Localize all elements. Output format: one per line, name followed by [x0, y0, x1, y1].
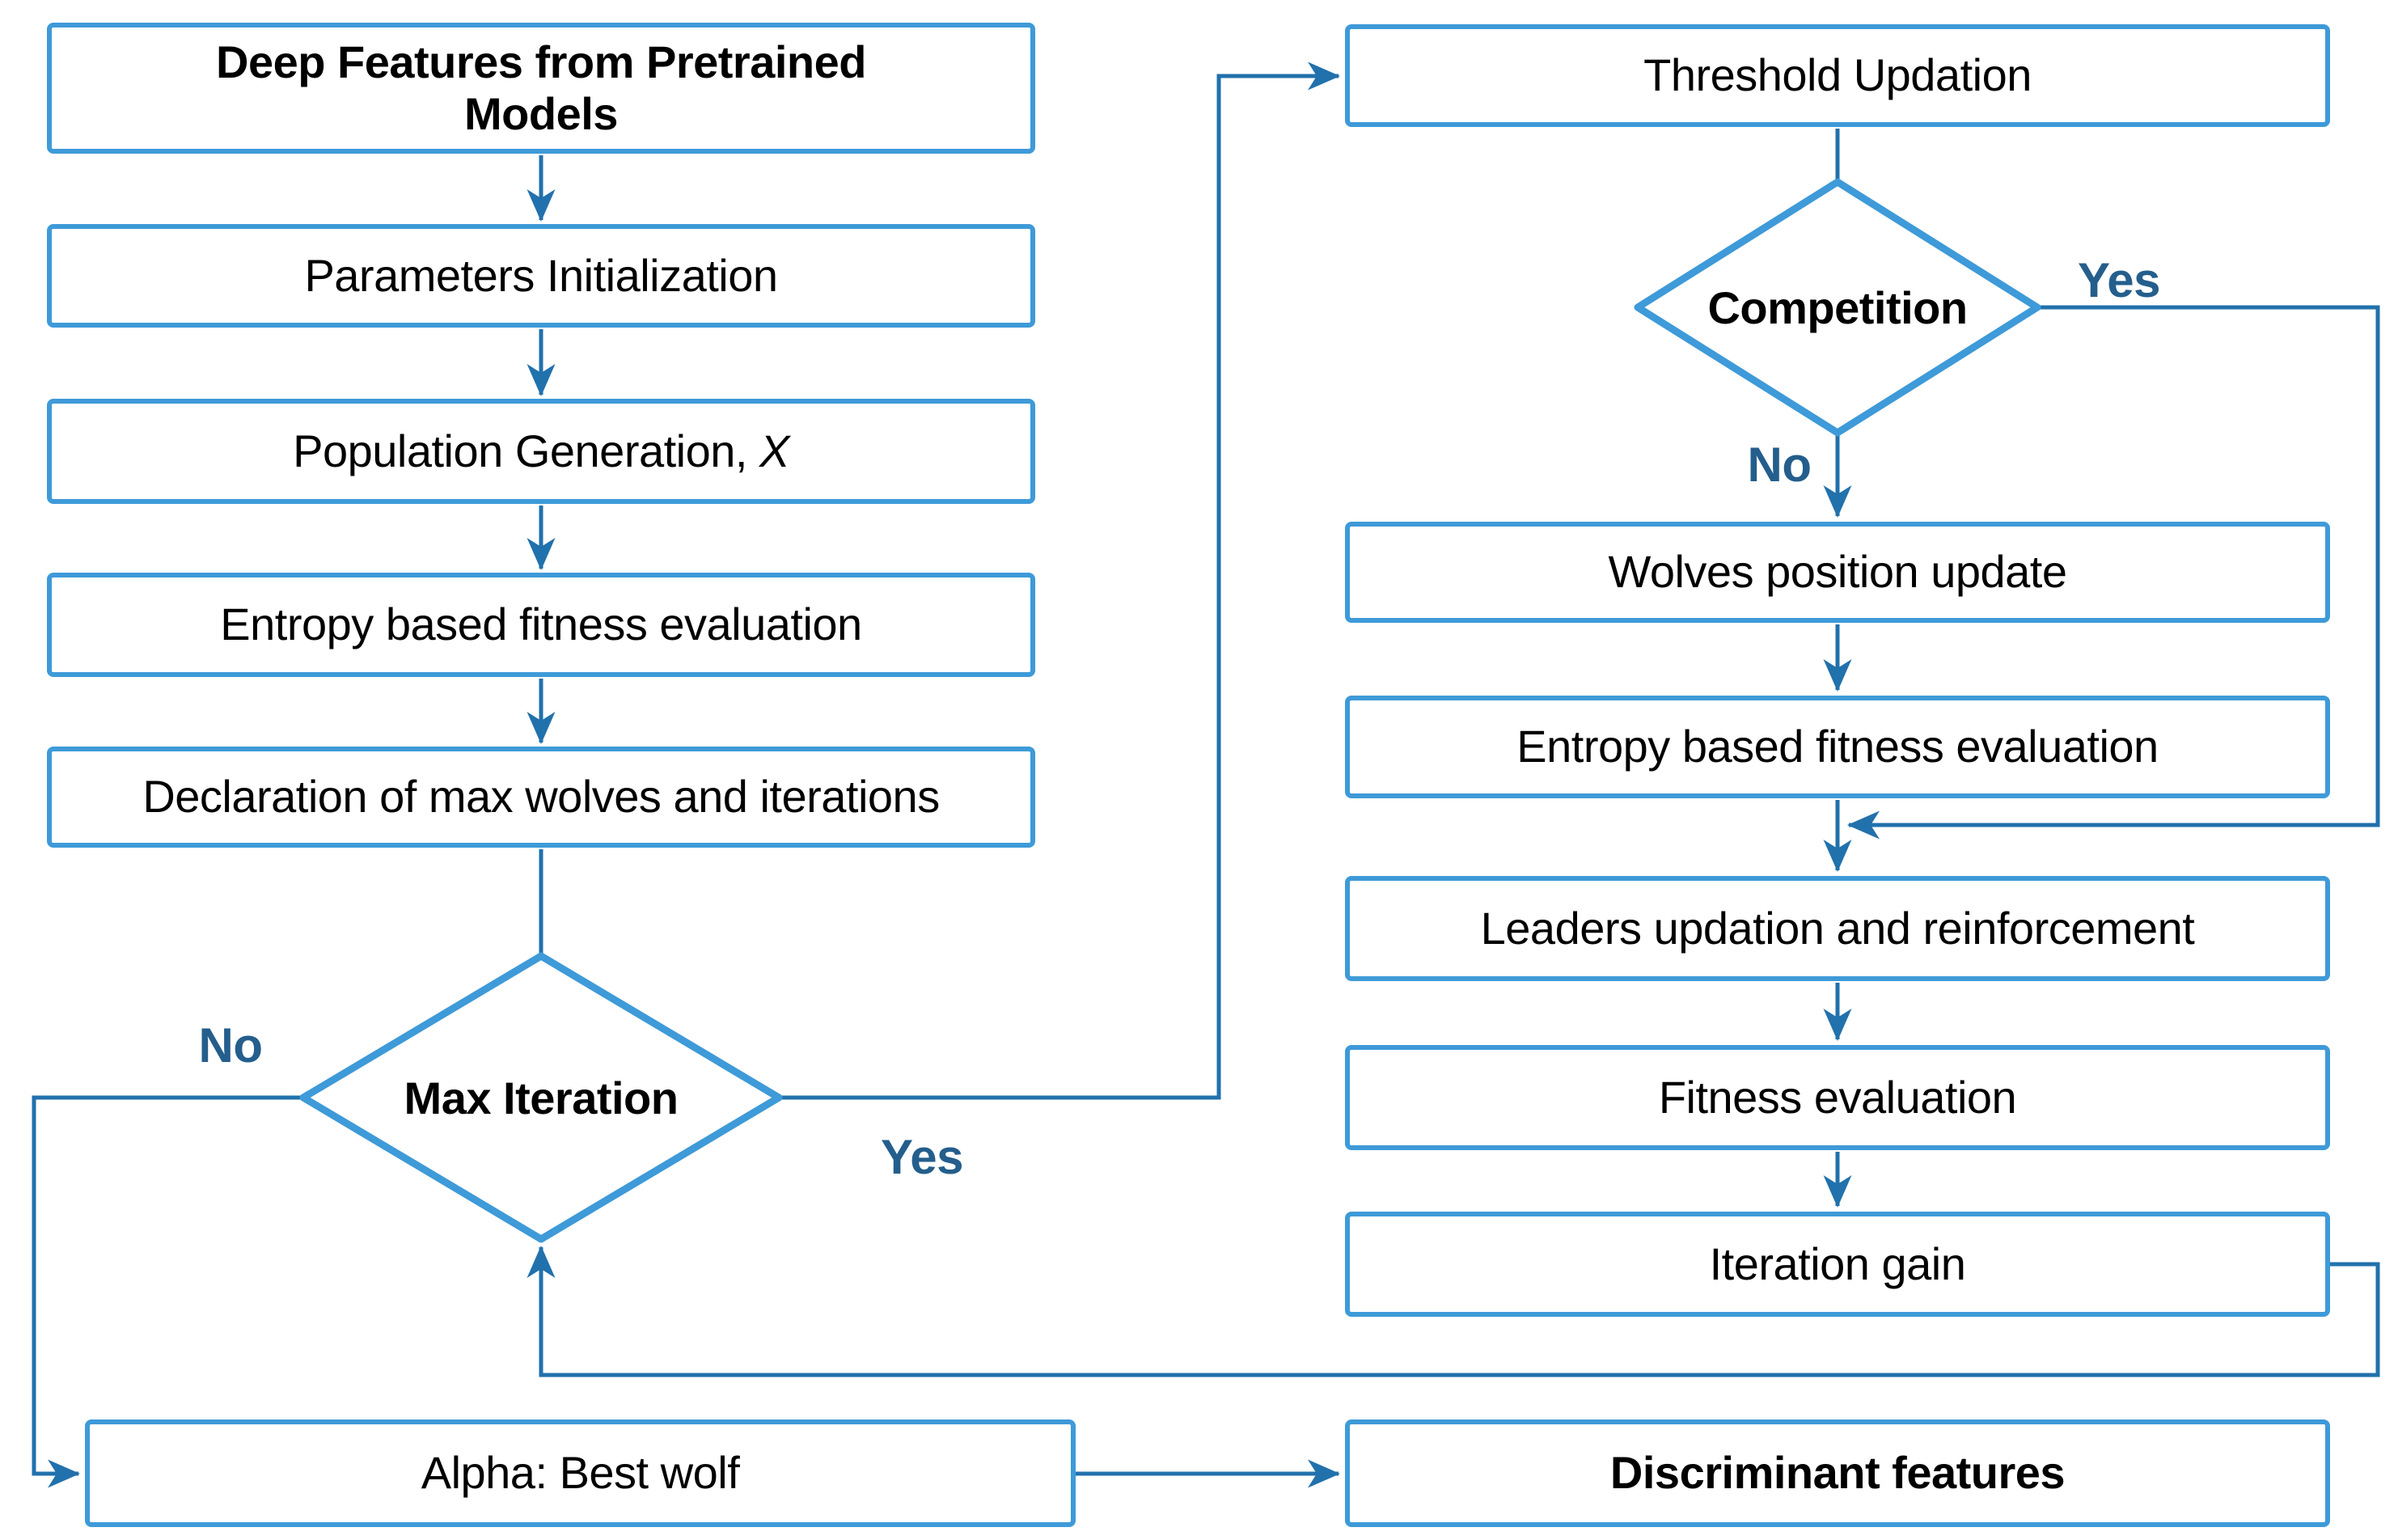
node-fitness-evaluation: Fitness evaluation [1345, 1045, 2330, 1150]
node-iteration-gain-label: Iteration gain [1709, 1238, 1966, 1289]
node-entropy-fitness-left: Entropy based fitness evaluation [47, 573, 1035, 677]
max-iteration-yes-label: Yes [881, 1130, 963, 1184]
competition-diamond [1634, 178, 2041, 437]
edge-maxiteration-no-to-alpha [32, 1095, 305, 1488]
node-deep-features-line1: Deep Features from Pretrained [216, 36, 866, 87]
node-alpha-best-wolf-label: Alpha: Best wolf [421, 1447, 740, 1499]
competition-no-label: No [1747, 438, 1812, 492]
node-max-iteration-label: Max Iteration [404, 1072, 679, 1123]
node-alpha-best-wolf: Alpha: Best wolf [85, 1419, 1076, 1527]
edge-maxiteration-yes-to-threshold [776, 61, 1341, 1100]
node-leaders-updation: Leaders updation and reinforcement [1345, 876, 2330, 981]
node-parameters-initialization-label: Parameters Initialization [304, 249, 778, 301]
node-entropy-fitness-left-label: Entropy based fitness evaluation [220, 599, 862, 650]
node-iteration-gain: Iteration gain [1345, 1212, 2330, 1317]
max-iteration-diamond [299, 952, 783, 1243]
node-population-generation: Population Generation, X [47, 399, 1035, 504]
node-wolves-position-update-label: Wolves position update [1608, 546, 2068, 598]
node-declaration-max-wolves: Declaration of max wolves and iterations [47, 747, 1035, 848]
node-fitness-evaluation-label: Fitness evaluation [1658, 1071, 2017, 1123]
node-deep-features-line2: Models [464, 88, 618, 139]
competition-yes-label: Yes [2078, 253, 2160, 307]
node-deep-features: Deep Features from Pretrained Models [47, 23, 1035, 154]
node-parameters-initialization: Parameters Initialization [47, 224, 1035, 328]
max-iteration-no-label: No [198, 1018, 263, 1072]
edge-iterationgain-feedback-to-maxiteration [527, 1245, 2380, 1377]
node-entropy-fitness-right-label: Entropy based fitness evaluation [1516, 721, 2159, 772]
node-population-generation-label: Population Generation, X [293, 425, 789, 476]
node-leaders-updation-label: Leaders updation and reinforcement [1480, 902, 2195, 954]
node-competition-label: Competition [1707, 281, 1968, 333]
node-wolves-position-update: Wolves position update [1345, 522, 2330, 623]
node-discriminant-features: Discriminant features [1345, 1419, 2330, 1527]
population-variable: X [759, 425, 789, 476]
edge-competition-yes-merge [1846, 305, 2380, 840]
node-discriminant-features-label: Discriminant features [1609, 1447, 2066, 1499]
node-declaration-max-wolves-label: Declaration of max wolves and iterations [142, 771, 940, 823]
node-entropy-fitness-right: Entropy based fitness evaluation [1345, 696, 2330, 798]
node-threshold-updation: Threshold Updation [1345, 24, 2330, 127]
node-threshold-updation-label: Threshold Updation [1643, 49, 2032, 101]
